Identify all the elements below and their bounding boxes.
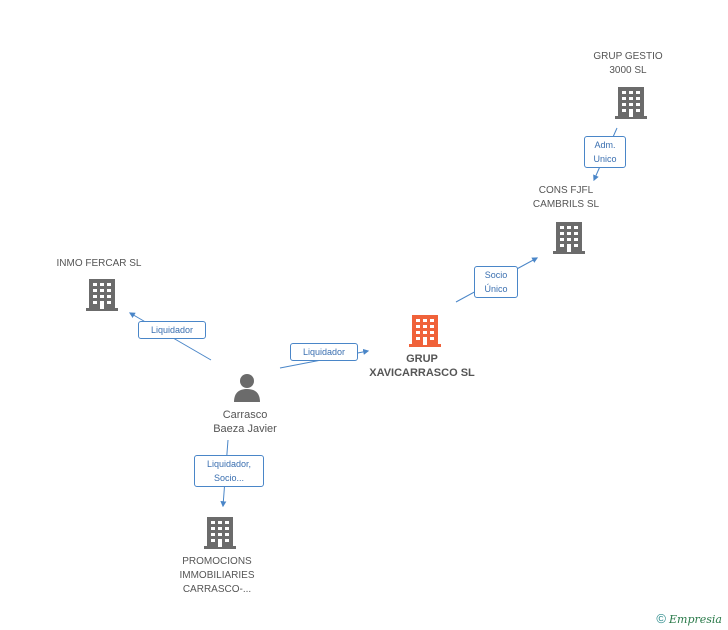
edge-label-socio-unico[interactable]: Socio Único <box>474 266 518 298</box>
edge-label-liquidador-inmo[interactable]: Liquidador <box>138 321 206 339</box>
inmo-fercar-building-icon[interactable] <box>86 277 118 316</box>
footer-brand: ©Empresia <box>656 611 722 626</box>
grup-gestio-building-icon[interactable] <box>615 85 647 124</box>
carrasco-label[interactable]: Carrasco Baeza Javier <box>213 409 277 435</box>
promocions-building-icon[interactable] <box>204 515 236 554</box>
grup-gestio-label[interactable]: GRUP GESTIO 3000 SL <box>593 51 663 76</box>
edge-label-adm-unico[interactable]: Adm. Unico <box>584 136 626 168</box>
copyright-icon: © <box>656 611 666 626</box>
cons-fjfl-building-icon[interactable] <box>553 220 585 259</box>
grup-xavicarrasco-label[interactable]: GRUP XAVICARRASCO SL <box>369 353 475 379</box>
cons-fjfl-label[interactable]: CONS FJFL CAMBRILS SL <box>532 185 600 210</box>
promocions-label[interactable]: PROMOCIONS IMMOBILIARIES CARRASCO-... <box>179 556 255 595</box>
edge-label-liquidador-main[interactable]: Liquidador <box>290 343 358 361</box>
grup-xavicarrasco-building-icon[interactable] <box>409 313 441 352</box>
inmo-fercar-label[interactable]: INMO FERCAR SL <box>56 258 142 269</box>
edge-label-liquidador-socio[interactable]: Liquidador, Socio... <box>194 455 264 487</box>
carrasco-person-icon[interactable] <box>232 372 262 407</box>
brand-name: Empresia <box>669 613 722 626</box>
